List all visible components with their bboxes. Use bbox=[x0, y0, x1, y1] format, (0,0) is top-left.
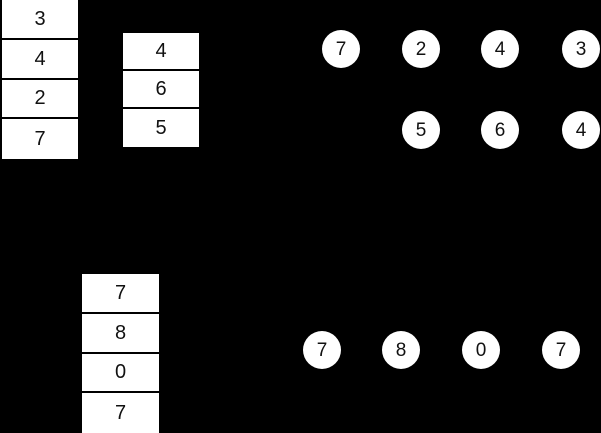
bottom-left-cell-column: 7 8 0 7 bbox=[80, 272, 161, 433]
circle-node: 2 bbox=[402, 30, 440, 68]
circle-node: 7 bbox=[303, 331, 341, 369]
cell: 8 bbox=[82, 313, 159, 354]
cell: 7 bbox=[82, 393, 159, 433]
cell: 7 bbox=[2, 119, 78, 159]
cell: 4 bbox=[2, 39, 78, 80]
circle-node: 4 bbox=[481, 30, 519, 68]
cell: 7 bbox=[82, 274, 159, 314]
circle-node: 3 bbox=[562, 30, 600, 68]
top-middle-cell-column: 4 6 5 bbox=[121, 31, 201, 149]
cell: 3 bbox=[2, 0, 78, 40]
cell: 4 bbox=[123, 33, 199, 71]
cell: 0 bbox=[82, 353, 159, 394]
cell: 2 bbox=[2, 79, 78, 120]
circle-node: 5 bbox=[402, 111, 440, 149]
top-left-cell-column: 3 4 2 7 bbox=[0, 0, 80, 159]
cell: 5 bbox=[123, 109, 199, 147]
cell: 6 bbox=[123, 71, 199, 109]
circle-node: 7 bbox=[542, 331, 580, 369]
circle-node: 4 bbox=[562, 111, 600, 149]
circle-node: 0 bbox=[462, 331, 500, 369]
circle-node: 8 bbox=[382, 331, 420, 369]
circle-node: 6 bbox=[481, 111, 519, 149]
circle-node: 7 bbox=[322, 30, 360, 68]
